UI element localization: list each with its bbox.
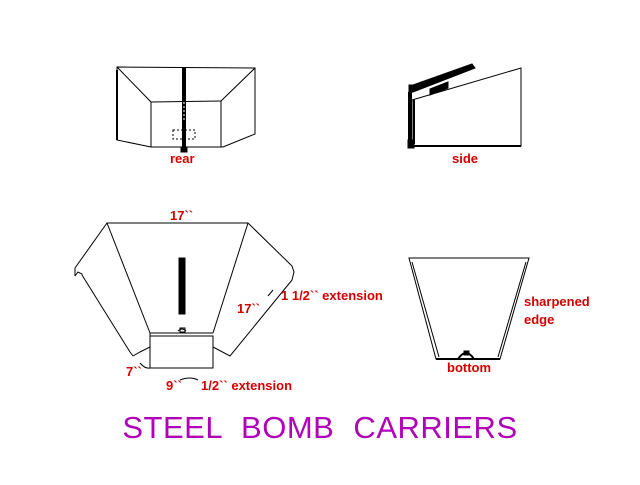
bottom-extension-dimension: 1/2`` extension <box>201 378 293 393</box>
side-view-label: side <box>452 151 479 166</box>
diagram-title: STEEL BOMB CARRIERS <box>122 410 518 445</box>
side-length-dimension: 17`` <box>237 301 261 316</box>
edge-annotation: edge <box>524 312 555 327</box>
sharpened-annotation: sharpened <box>524 294 590 309</box>
bottom-view-drawing <box>409 258 529 359</box>
rear-view-label: rear <box>170 151 195 166</box>
top-width-dimension: 17`` <box>170 208 194 223</box>
bottom-height-dimension: 7`` <box>126 364 142 379</box>
flat-pattern-drawing <box>75 223 294 368</box>
bottom-view-label: bottom <box>447 360 492 375</box>
dimension-leaders <box>140 290 273 380</box>
bottom-width-dimension: 9`` <box>166 378 182 393</box>
side-view-drawing <box>408 64 521 148</box>
side-extension-dimension: 1 1/2`` extension <box>281 288 383 303</box>
rear-view-drawing <box>117 67 255 152</box>
